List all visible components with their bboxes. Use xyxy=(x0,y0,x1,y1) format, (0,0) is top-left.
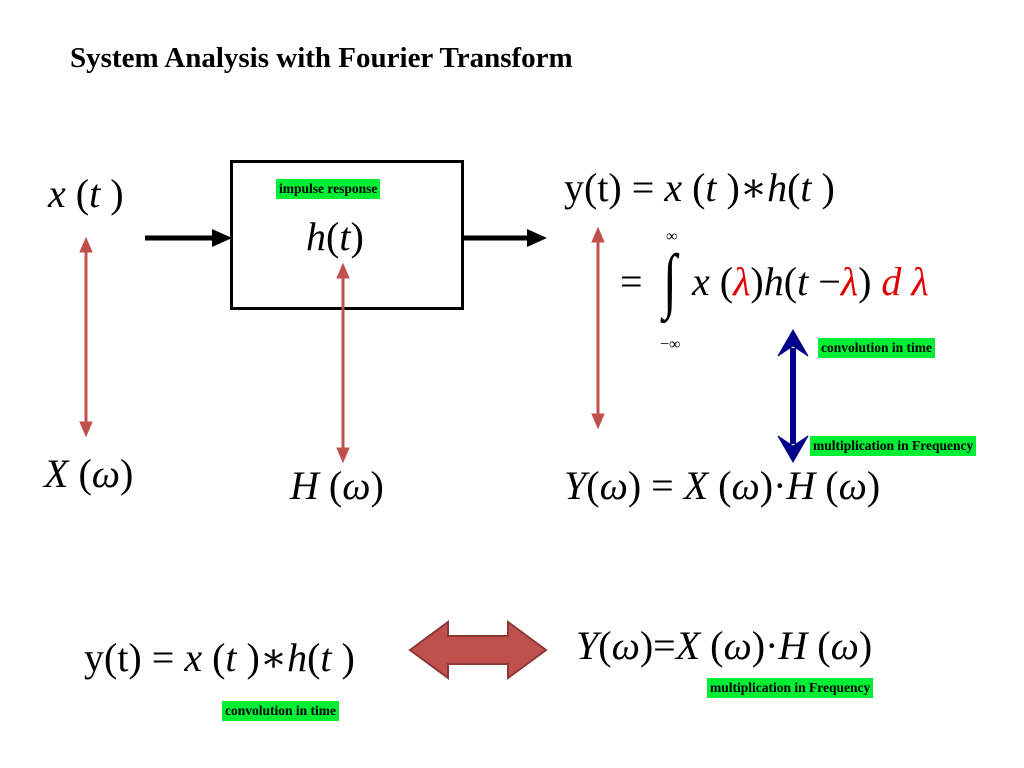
box-h-of-t: h(t) xyxy=(306,214,364,259)
integral-sign: ∫ xyxy=(662,240,677,320)
X-of-omega: X (ω) xyxy=(44,451,134,496)
bidirectional-arrow-h xyxy=(336,262,350,464)
signal-flow-arrow-in xyxy=(145,229,232,247)
double-headed-block-arrow xyxy=(408,620,548,680)
integral-equals: = xyxy=(620,259,643,304)
tag-multiplication-in-frequency-top: multiplication in Frequency xyxy=(810,436,977,456)
integral-lower-limit: −∞ xyxy=(660,336,681,353)
tag-impulse-response: impulse response xyxy=(276,179,381,199)
page-title: System Analysis with Fourier Transform xyxy=(70,42,573,74)
bidirectional-arrow-y xyxy=(591,226,605,430)
tag-convolution-in-time-bottom: convolution in time xyxy=(222,701,340,721)
time-equation-bottom: y(t) = x (t )∗h(t ) xyxy=(84,635,355,680)
bidirectional-arrow-x xyxy=(79,236,93,438)
integral-body: x (λ)h(t −λ) d λ xyxy=(692,259,929,304)
output-equation-top: y(t) = x (t )∗h(t ) xyxy=(564,165,835,210)
input-x-of-t: x (t ) xyxy=(48,171,124,216)
system-block xyxy=(230,160,464,310)
tag-convolution-in-time-top: convolution in time xyxy=(818,338,936,358)
tag-multiplication-in-frequency-bottom: multiplication in Frequency xyxy=(707,678,874,698)
H-of-omega: H (ω) xyxy=(290,463,384,508)
signal-flow-arrow-out xyxy=(461,229,547,247)
bidirectional-arrow-blue xyxy=(777,328,809,464)
frequency-equation-middle: Y(ω) = X (ω)·H (ω) xyxy=(564,463,881,508)
frequency-equation-bottom: Y(ω)=X (ω)·H (ω) xyxy=(576,623,873,668)
integral-upper-limit: ∞ xyxy=(666,228,678,245)
